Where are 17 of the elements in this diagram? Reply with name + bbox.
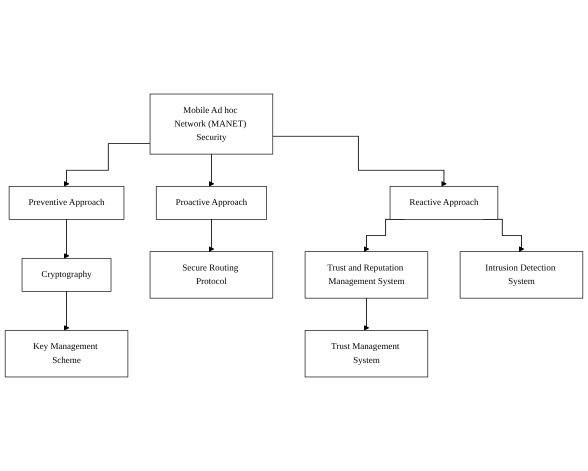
arrow [64,143,150,187]
arrow [272,136,447,187]
node-box: Secure Routing Protocol [150,251,274,298]
node-box: Trust and Reputation Management System [304,251,428,298]
node-box: Key Management Scheme [4,330,128,378]
node-box: Mobile Ad hoc Network (MANET) Security [150,94,274,154]
node-box: Cryptography [22,258,112,292]
node-box: Preventive Approach [8,186,124,220]
node-box: Trust Management System [304,330,428,378]
arrow [64,290,70,331]
arrow [208,154,214,187]
node-box: Reactive Approach [390,186,498,220]
arrow [208,218,214,252]
node-box: Proactive Approach [156,186,267,220]
arrow [364,298,370,331]
arrow [64,218,70,259]
node-box: Intrusion Detection System [460,251,584,298]
